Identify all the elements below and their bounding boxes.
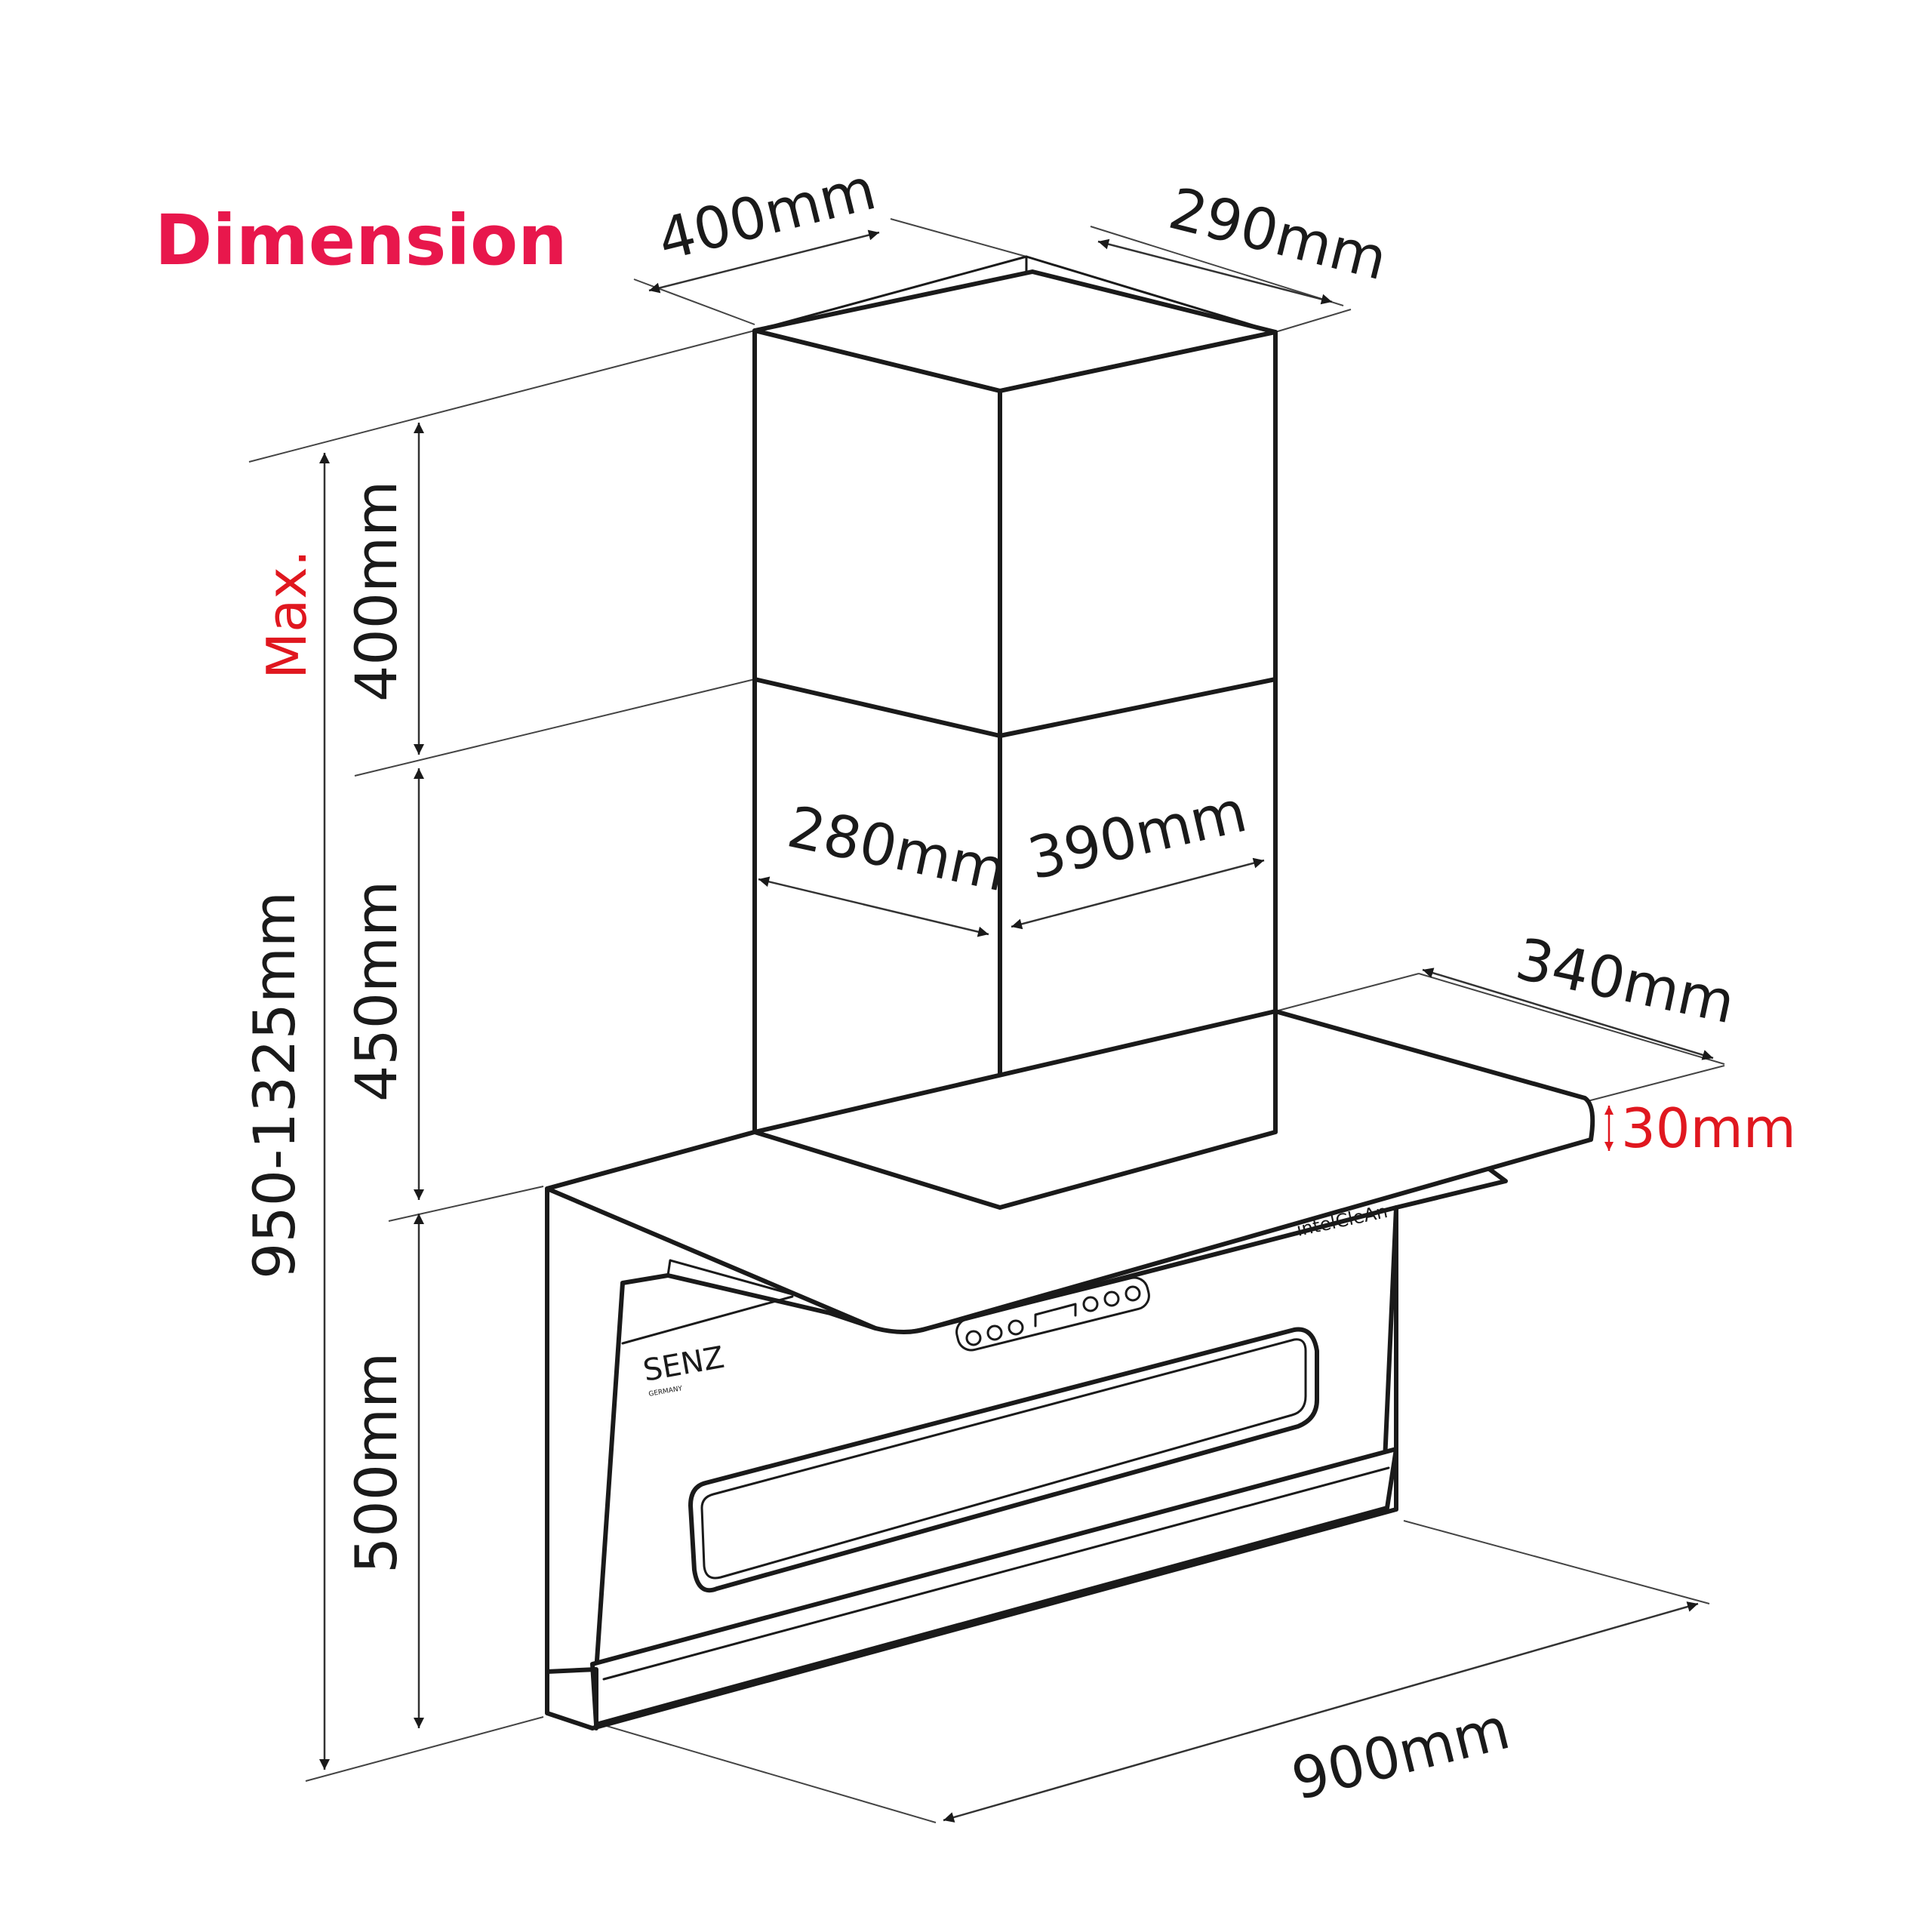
arrow-top-depth [1097,238,1333,305]
label-upper-chimney: 400mm [343,481,410,702]
chimney-left-face [752,328,1002,1210]
diagram-title: Dimension [155,200,568,281]
label-canopy-depth: 340mm [1510,925,1740,1037]
dimension-arrows [319,229,1714,1823]
intake-slot [688,1327,1319,1593]
label-top-width: 400mm [651,155,882,273]
arrow-chimney-side [758,876,989,937]
arrow-base-width [943,1601,1699,1823]
button-2 [986,1324,1003,1341]
label-canopy-thickness: 30mm [1621,1097,1796,1160]
control-panel[interactable] [954,1275,1152,1353]
arrow-canopy-depth [1422,968,1714,1060]
button-3 [1008,1319,1024,1336]
label-max: Max. [255,549,318,679]
label-top-depth: 290mm [1163,174,1394,293]
label-canopy-height: 500mm [343,1352,410,1574]
display-window [1034,1303,1077,1327]
button-1 [965,1330,982,1346]
button-6 [1124,1285,1141,1302]
chimney-split-line [752,677,1278,738]
button-5 [1103,1291,1120,1307]
button-4 [1082,1296,1099,1312]
label-total-height: 950-1325mm [241,891,308,1279]
arrow-top-width [648,229,880,294]
control-buttons[interactable] [965,1285,1141,1346]
arrow-chimney-front [1011,857,1265,930]
chimney [752,255,1278,1210]
canopy: SENZ GERMANY intelCleAn [545,1009,1595,1730]
label-lower-chimney: 450mm [343,881,410,1102]
